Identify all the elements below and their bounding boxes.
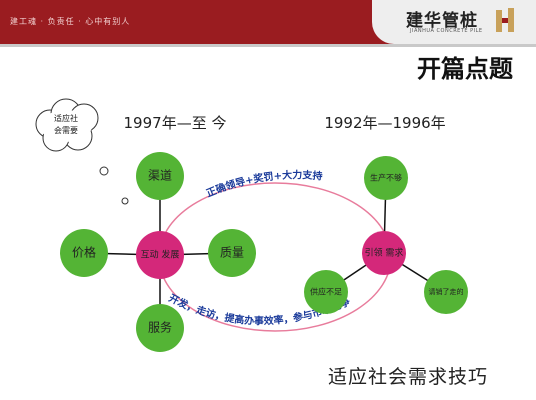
right-hub bbox=[362, 231, 406, 275]
logo-text: 建华管桩 bbox=[406, 11, 478, 31]
left-spoke-channel-label: 渠道 bbox=[148, 169, 172, 183]
header-banner: 建工魂 · 负责任 · 心中有别人 建华管桩 JIANHUA CONCRETE … bbox=[0, 0, 536, 48]
header-slogan: 建工魂 · 负责任 · 心中有别人 bbox=[10, 17, 131, 26]
left-spoke-service-label: 服务 bbox=[148, 320, 172, 335]
thought-cloud: 适应社 会需要 bbox=[35, 98, 129, 205]
right-spoke-production-label: 生产不够 bbox=[370, 173, 402, 183]
slide-caption: 适应社会需求技巧 bbox=[328, 366, 489, 388]
right-spoke-supply bbox=[304, 270, 348, 314]
left-spoke-quality-label: 质量 bbox=[220, 246, 244, 260]
right-hub-label: 引领 需求 bbox=[365, 247, 404, 259]
period-right-label: 1992年—1996年 bbox=[324, 114, 445, 132]
slide-title: 开篇点题 bbox=[417, 54, 513, 83]
left-hub-label: 互动 发展 bbox=[141, 249, 180, 261]
right-cluster: 生产不够 供应不足 请销了走的 引领 需求 bbox=[304, 156, 468, 314]
company-logo-icon bbox=[496, 8, 514, 32]
left-spoke-channel bbox=[136, 152, 184, 200]
right-spoke-sales bbox=[424, 270, 468, 314]
right-spoke-production bbox=[364, 156, 408, 200]
left-spoke-service bbox=[136, 304, 184, 352]
left-spoke-price bbox=[60, 229, 108, 277]
header-divider bbox=[0, 44, 536, 47]
logo-subtitle: JIANHUA CONCRETE PILE bbox=[410, 28, 483, 34]
right-spoke-supply-label: 供应不足 bbox=[310, 287, 342, 297]
left-spoke-price-label: 价格 bbox=[72, 245, 96, 260]
cloud-text-line-2: 会需要 bbox=[54, 125, 78, 135]
right-spoke-sales-label: 请销了走的 bbox=[429, 287, 464, 296]
left-cluster: 渠道 价格 质量 服务 互动 发展 bbox=[60, 152, 256, 352]
left-hub bbox=[136, 231, 184, 279]
period-left-label: 1997年—至 今 bbox=[124, 114, 227, 132]
left-spoke-quality bbox=[208, 229, 256, 277]
cloud-text-line-1: 适应社 bbox=[54, 113, 78, 123]
